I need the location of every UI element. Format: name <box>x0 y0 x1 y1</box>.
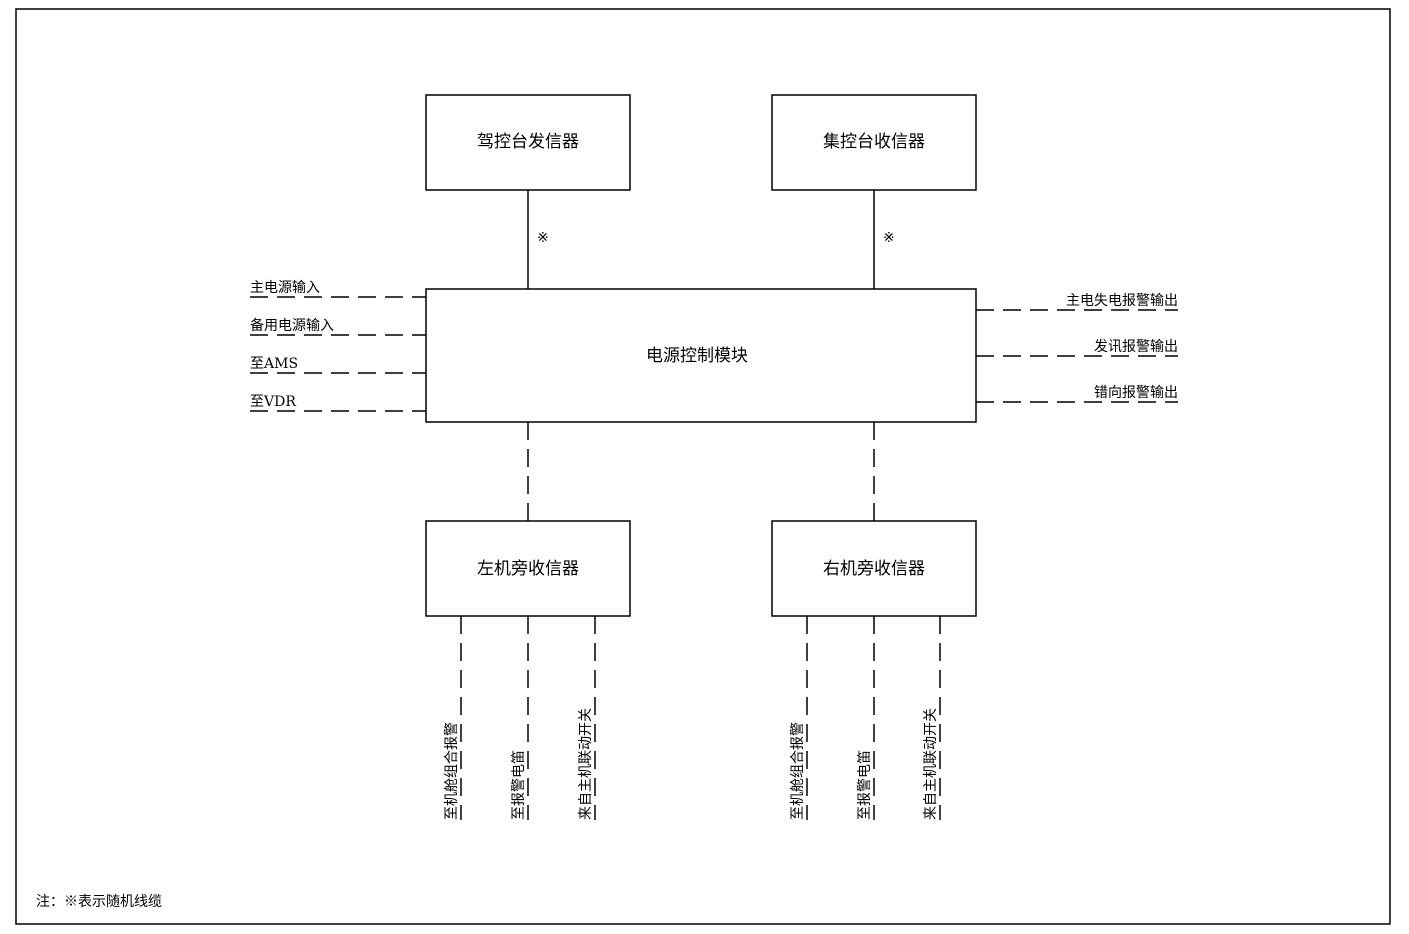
input-label-main-power: 主电源输入 <box>250 280 320 296</box>
port-receiver-block: 左机旁收信器 <box>425 520 631 617</box>
bridge-transmitter-label: 驾控台发信器 <box>477 132 579 152</box>
bridge-transmitter-block: 驾控台发信器 <box>425 94 631 191</box>
legend-note: 注：※表示随机线缆 <box>36 894 162 910</box>
stbd-signal-label-alarm-horn: 至报警电笛 <box>857 750 873 820</box>
ecr-cable-marker: ※ <box>883 230 895 246</box>
port-signal-label-engine-room-alarm: 至机舱组合报警 <box>444 722 460 820</box>
input-label-vdr: 至VDR <box>250 394 296 410</box>
port-signals: 至机舱组合报警 至报警电笛 来自主机联动开关 <box>444 616 596 820</box>
stbd-signal-label-linkage-switch: 来自主机联动开关 <box>923 708 939 820</box>
stbd-signal-label-engine-room-alarm: 至机舱组合报警 <box>790 722 806 820</box>
power-control-module-block: 电源控制模块 <box>425 288 977 423</box>
output-label-transmit-alarm: 发讯报警输出 <box>1094 339 1178 355</box>
left-inputs: 主电源输入 备用电源输入 至AMS 至VDR <box>250 280 426 412</box>
stbd-signals: 至机舱组合报警 至报警电笛 来自主机联动开关 <box>790 616 941 820</box>
right-outputs: 主电失电报警输出 发讯报警输出 错向报警输出 <box>976 293 1178 403</box>
output-label-main-power-loss: 主电失电报警输出 <box>1066 293 1178 309</box>
output-label-wrong-direction: 错向报警输出 <box>1094 385 1178 401</box>
drawing-frame <box>15 8 1391 925</box>
input-label-ams: 至AMS <box>250 356 298 372</box>
port-signal-label-linkage-switch: 来自主机联动开关 <box>578 708 594 820</box>
stbd-receiver-label: 右机旁收信器 <box>823 559 925 579</box>
bridge-cable-marker: ※ <box>537 230 549 246</box>
ecr-receiver-label: 集控台收信器 <box>823 132 925 152</box>
port-receiver-label: 左机旁收信器 <box>477 559 579 579</box>
power-control-module-label: 电源控制模块 <box>646 346 748 366</box>
input-label-backup-power: 备用电源输入 <box>250 317 334 334</box>
stbd-receiver-block: 右机旁收信器 <box>771 520 977 617</box>
ecr-receiver-block: 集控台收信器 <box>771 94 977 191</box>
port-signal-label-alarm-horn: 至报警电笛 <box>511 750 527 820</box>
